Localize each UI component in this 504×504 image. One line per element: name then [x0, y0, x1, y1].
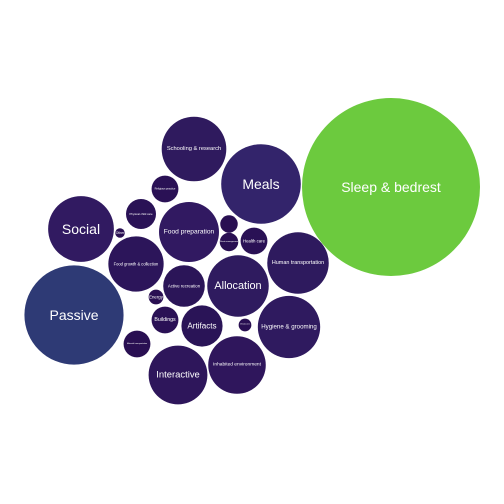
bubble-technosphere-maintenance [220, 215, 238, 233]
bubble-artifacts [181, 305, 223, 347]
bubble-label-passive: Passive [49, 307, 98, 323]
bubble-label-interactive: Interactive [156, 370, 200, 381]
bubble-label-hygiene-and-grooming: Hygiene & grooming [261, 324, 317, 331]
bubble-other [115, 228, 125, 238]
bubble-label-infrastructure: Infrastructure [240, 323, 250, 326]
bubble-social [48, 196, 114, 262]
bubble-label-physical-child-care: Physical child care [129, 212, 152, 216]
bubble-interactive [148, 345, 208, 405]
bubble-inhabited-environment [208, 336, 266, 394]
bubble-label-inhabited-environment: Inhabited environment [213, 362, 262, 368]
bubble-energy [148, 289, 164, 305]
bubble-waste-management [219, 232, 239, 252]
bubble-allocation [207, 255, 269, 317]
bubble-label-allocation: Allocation [214, 280, 261, 292]
bubble-label-social: Social [62, 221, 100, 237]
bubble-passive [24, 265, 124, 365]
bubble-meals [221, 144, 301, 224]
bubble-label-meals: Meals [242, 176, 279, 192]
bubble-label-other: Other [116, 231, 125, 235]
bubble-label-active-recreation: Active recreation [168, 284, 201, 289]
bubble-label-artifacts: Artifacts [187, 322, 216, 331]
bubble-label-food-growth-and-collection: Food growth & collection [114, 262, 159, 267]
bubble-label-food-preparation: Food preparation [164, 229, 215, 236]
bubble-hygiene-and-grooming [257, 295, 321, 359]
bubble-label-human-transportation: Human transportation [272, 260, 324, 266]
bubble-label-waste-management: Waste management [220, 240, 239, 243]
bubble-label-schooling-and-research: Schooling & research [167, 146, 221, 152]
bubble-buildings [151, 306, 179, 334]
bubble-infrastructure [238, 318, 252, 332]
bubble-religious-practice [151, 175, 179, 203]
bubble-physical-child-care [126, 199, 156, 229]
bubble-active-recreation [163, 265, 205, 307]
bubble-label-sleep-and-bedrest: Sleep & bedrest [341, 179, 441, 195]
bubble-label-religious-practice: Religious practice [155, 187, 176, 191]
bubble-material-transportation [123, 330, 151, 358]
bubble-human-transportation [267, 232, 329, 294]
bubble-label-buildings: Buildings [154, 317, 176, 323]
bubble-health-care [240, 227, 268, 255]
bubble-label-energy: Energy [149, 295, 164, 300]
bubble-label-material-transportation: Material transportation [127, 342, 147, 345]
bubble-label-health-care: Health care [243, 239, 266, 244]
bubble-food-preparation [159, 202, 219, 262]
bubble-food-growth-and-collection [108, 236, 164, 292]
bubble-schooling-and-research [161, 116, 227, 182]
bubble-sleep-and-bedrest [302, 98, 480, 276]
